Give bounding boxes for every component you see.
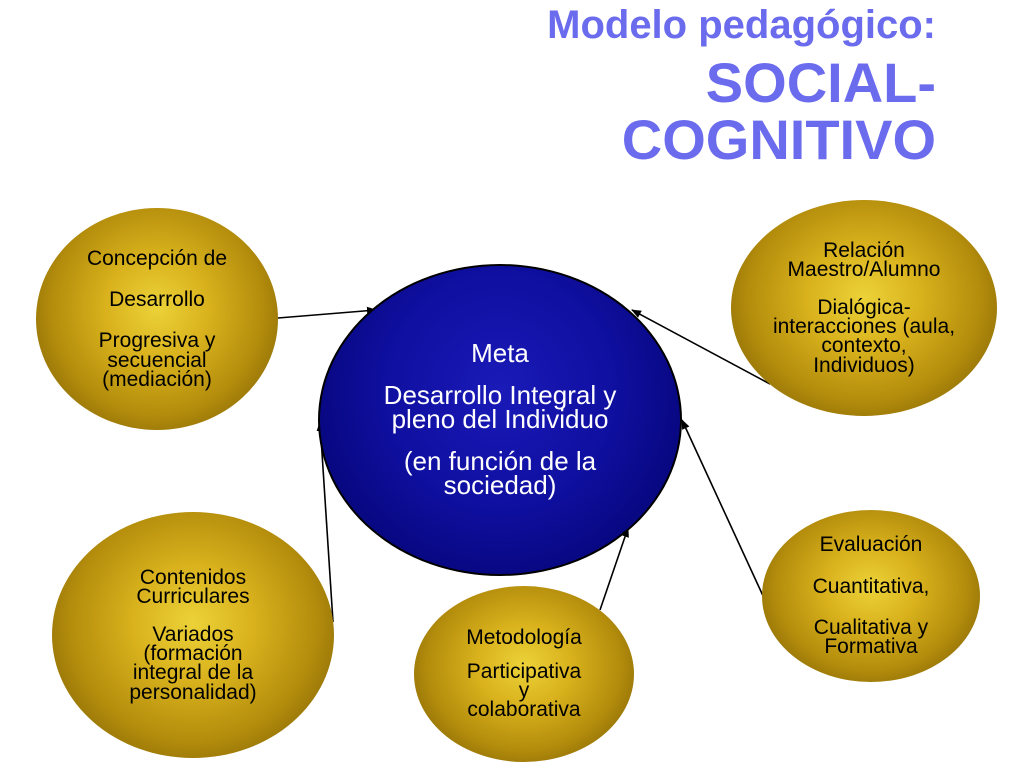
node-text: Variados — [152, 622, 234, 646]
connector-evaluacion-to-meta — [681, 419, 765, 599]
node-text: Progresiva y — [98, 329, 216, 353]
node-text: Relación — [823, 239, 905, 263]
title-line-3: COGNITIVO — [621, 108, 936, 172]
node-contenidos-curriculares: Contenidos Curriculares Variados (formac… — [52, 512, 334, 758]
node-text: Curriculares — [136, 585, 250, 609]
node-text: pleno del Individuo — [391, 404, 609, 435]
node-text: contexto, — [821, 334, 907, 358]
node-text: personalidad) — [129, 680, 257, 704]
node-text: Participativa — [466, 659, 582, 683]
node-text: Individuos) — [813, 353, 915, 377]
node-text: y — [518, 679, 530, 702]
node-text: Evaluación — [819, 533, 923, 557]
node-text: Concepción de — [86, 246, 228, 270]
node-text: interacciones (aula, — [772, 315, 956, 338]
node-text: (mediación) — [102, 367, 212, 391]
connector-concepcion-to-meta — [277, 306, 377, 319]
node-text: Cualitativa y — [813, 616, 929, 639]
node-text: Formativa — [824, 635, 918, 659]
node-concepcion-desarrollo: Concepción de Desarrollo Progresiva y se… — [36, 208, 278, 430]
node-relacion-maestro-alumno: Relación Maestro/Alumno Dialógica- inter… — [731, 200, 997, 416]
node-text: Desarrollo Integral y — [383, 380, 617, 411]
node-text: Contenidos — [139, 566, 247, 590]
node-text: Metodología — [466, 626, 582, 650]
node-evaluacion: Evaluación Cuantitativa, Cualitativa y F… — [762, 510, 980, 682]
node-text: colaborativa — [467, 698, 581, 722]
node-text: (en función de la — [403, 445, 597, 476]
node-text: (formación — [143, 642, 243, 665]
node-text: Desarrollo — [109, 288, 205, 312]
node-meta-center: Meta Desarrollo Integral y pleno del Ind… — [318, 264, 682, 576]
node-text: sociedad) — [443, 469, 557, 500]
node-text: Dialógica- — [817, 295, 911, 319]
title-line-1: Modelo pedagógico: — [547, 3, 936, 47]
node-text: secuencial — [107, 348, 207, 372]
title-line-2: SOCIAL- — [705, 51, 936, 114]
node-text: Cuantitativa, — [812, 574, 930, 598]
node-text: Maestro/Alumno — [787, 258, 941, 282]
node-heading: Meta — [471, 338, 529, 369]
diagram-title: Modelo pedagógico: SOCIAL- COGNITIVO — [547, 4, 936, 168]
node-metodologia: Metodología Participativa y colaborativa — [414, 586, 634, 762]
node-text: integral de la — [132, 661, 254, 685]
